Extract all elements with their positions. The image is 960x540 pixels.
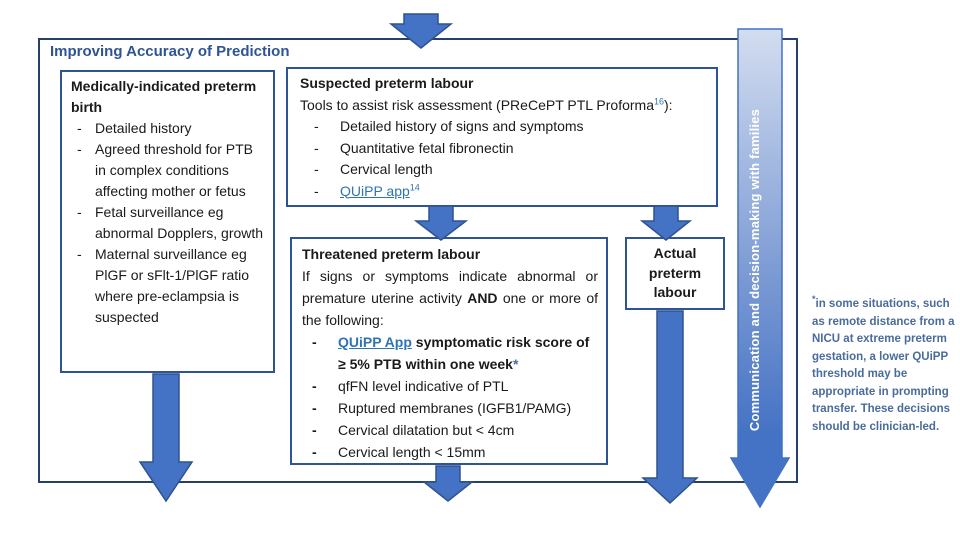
communication-arrow-label: Communication and decision-making with f… <box>747 108 762 432</box>
list-item: - Fetal surveillance eg abnormal Doppler… <box>71 202 267 244</box>
hyphen-bullet: - <box>77 141 82 157</box>
intro-text-end: one or more of the following: <box>302 290 598 328</box>
medical-box-heading: Medically-indicated preterm birth <box>71 78 257 115</box>
list-item-text: Cervical length <box>340 161 433 177</box>
list-item-text: Quantitative fetal fibronectin <box>340 139 514 156</box>
intro-and: AND <box>467 290 498 306</box>
list-item-text: Detailed history of signs and symptoms <box>340 118 584 134</box>
list-item: - qfFN level indicative of PTL <box>302 375 598 397</box>
hyphen-bullet: - <box>314 139 319 156</box>
list-item-text: QUiPP App symptomatic risk score of ≥ 5%… <box>338 331 598 375</box>
footnote-asterisk: * <box>512 356 519 372</box>
quipp-app-link[interactable]: QUiPP App <box>338 334 412 350</box>
medically-indicated-box: Medically-indicated preterm birth - Deta… <box>60 70 275 373</box>
list-item: - Cervical length < 15mm <box>302 441 598 463</box>
list-item: - Cervical length <box>300 159 706 181</box>
list-item: - Cervical dilatation but < 4cm <box>302 419 598 441</box>
list-item-text: Detailed history <box>95 120 192 136</box>
tools-line-text: Tools to assist risk assessment (PReCePT… <box>300 96 654 113</box>
list-item-text: QUiPP app14 <box>340 181 706 203</box>
suspected-preterm-labour-box: Suspected preterm labour Tools to assist… <box>286 67 718 207</box>
list-item: - Detailed history of signs and symptoms <box>300 116 706 138</box>
list-item-text: qfFN level indicative of PTL <box>338 378 509 394</box>
hyphen-bullet: - <box>312 422 317 438</box>
intro-text: If signs or symptoms indicate abnormal o… <box>302 268 598 306</box>
tools-line-end: ): <box>664 96 673 113</box>
hyphen-bullet: - <box>314 182 319 199</box>
threatened-intro: If signs or symptoms indicate abnormal o… <box>302 265 598 331</box>
list-item-text: Cervical dilatation but < 4cm <box>338 422 515 438</box>
suspected-box-heading: Suspected preterm labour <box>300 75 474 91</box>
actual-box-heading: Actual preterm labour <box>648 245 702 300</box>
footnote-asterisk: * <box>812 294 816 305</box>
hyphen-bullet: - <box>312 444 317 460</box>
reference-superscript: 14 <box>409 181 420 192</box>
diagram-title: Improving Accuracy of Prediction <box>50 43 290 60</box>
list-item-text: Ruptured membranes (IGFB1/PAMG) <box>338 400 572 416</box>
list-item: - Ruptured membranes (IGFB1/PAMG) <box>302 397 598 419</box>
hyphen-bullet: - <box>312 334 317 350</box>
list-item: - Maternal surveillance eg PlGF or sFlt-… <box>71 244 267 328</box>
footnote: *in some situations, such as remote dist… <box>812 294 960 436</box>
list-item: - QUiPP app14 <box>300 181 706 203</box>
hyphen-bullet: - <box>312 400 317 416</box>
tools-line: Tools to assist risk assessment (PReCePT… <box>300 95 706 117</box>
quipp-risk-score-text: symptomatic risk score of ≥ 5% PTB withi… <box>338 334 590 372</box>
footnote-text: in some situations, such as remote dista… <box>812 298 955 433</box>
actual-preterm-labour-box: Actual preterm labour <box>625 237 725 310</box>
list-item: - Agreed threshold for PTB in complex co… <box>71 139 267 202</box>
hyphen-bullet: - <box>314 118 319 134</box>
list-item-text: Fetal surveillance eg abnormal Dopplers,… <box>95 204 264 241</box>
list-item-text: Maternal surveillance eg PlGF or sFlt-1/… <box>95 246 250 325</box>
hyphen-bullet: - <box>312 378 317 394</box>
threatened-preterm-labour-box: Threatened preterm labour If signs or sy… <box>290 237 608 465</box>
list-item-text: Cervical length < 15mm <box>338 444 486 460</box>
hyphen-bullet: - <box>314 161 319 177</box>
list-item-text: Agreed threshold for PTB in complex cond… <box>95 141 253 199</box>
list-item: - QUiPP App symptomatic risk score of ≥ … <box>302 331 598 375</box>
list-item: - Quantitative fetal fibronectin <box>300 138 706 160</box>
hyphen-bullet: - <box>77 246 82 262</box>
hyphen-bullet: - <box>77 120 82 136</box>
list-item: - Detailed history <box>71 118 267 139</box>
quipp-app-link[interactable]: QUiPP app <box>340 182 410 199</box>
hyphen-bullet: - <box>77 204 82 220</box>
reference-superscript: 16 <box>654 95 665 106</box>
threatened-box-heading: Threatened preterm labour <box>302 246 481 262</box>
